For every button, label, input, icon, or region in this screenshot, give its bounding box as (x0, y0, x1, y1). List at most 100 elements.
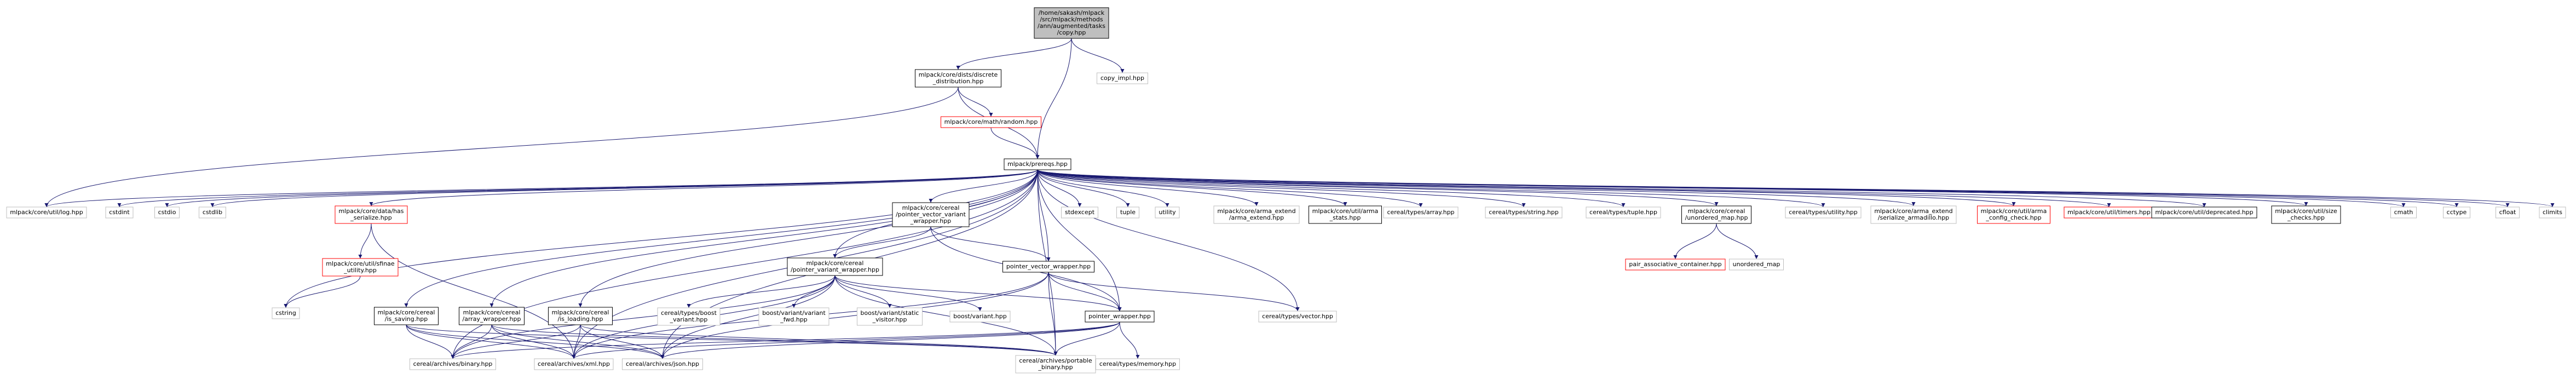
node-box (1034, 7, 1109, 39)
edge-prereqs-to-utility (1037, 169, 1169, 208)
file-node-unordered-map: unordered_map (1729, 259, 1784, 271)
node-box (272, 307, 300, 319)
node-label: climits (2543, 209, 2562, 216)
edge-prereqs-to-ser-armadillo (1037, 169, 1916, 206)
edge-discrete-to-log (44, 87, 959, 208)
file-node-timers[interactable]: mlpack/core/util/timers.hpp (2064, 206, 2154, 219)
edge-prereqs-to-log (44, 169, 1038, 208)
file-node-sfinae[interactable]: mlpack/core/util/sfinae_utility.hpp (322, 258, 399, 277)
node-box (2271, 205, 2341, 224)
node-label: /array_wrapper.hpp (463, 315, 521, 323)
node-label: mlpack/core/cereal (1688, 208, 1745, 215)
node-label: _config_check.hpp (1985, 214, 2041, 221)
file-node-discrete[interactable]: mlpack/core/dists/discrete_distribution.… (915, 69, 1001, 88)
edge-pvecw-to-json (660, 272, 1049, 359)
node-box (534, 358, 614, 370)
file-node-is-saving[interactable]: mlpack/core/cereal/is_saving.hpp (374, 307, 439, 325)
node-label: mlpack/core/dists/discrete (919, 71, 998, 78)
file-node-memory: cereal/types/memory.hpp (1096, 358, 1180, 370)
file-node-size-checks[interactable]: mlpack/core/util/size_checks.hpp (2271, 205, 2341, 224)
file-node-random[interactable]: mlpack/core/math/random.hpp (941, 116, 1041, 128)
file-node-arma-stats[interactable]: mlpack/core/util/arma_stats.hpp (1309, 205, 1382, 224)
file-node-array-wrapper[interactable]: mlpack/core/cereal/array_wrapper.hpp (459, 307, 525, 325)
node-box (374, 307, 439, 325)
edge-is-saving-to-json (406, 324, 665, 359)
file-node-pvarw[interactable]: mlpack/core/cereal/pointer_variant_wrapp… (787, 257, 883, 276)
file-node-portable-binary: cereal/archives/portable_binary.hpp (1015, 355, 1096, 374)
node-label: cfloat (2499, 209, 2516, 216)
edge-prereqs-to-cstdlib (210, 169, 1038, 208)
node-box (1116, 206, 1139, 219)
file-node-pvv[interactable]: mlpack/core/cereal/pointer_vector_varian… (892, 202, 970, 227)
edge-has-serialize-to-sfinae (358, 223, 372, 259)
file-node-prereqs[interactable]: mlpack/prereqs.hpp (1004, 158, 1071, 170)
node-label: /home/sakash/mlpack (1039, 9, 1105, 16)
file-node-binary: cereal/archives/binary.hpp (410, 358, 496, 370)
node-label: cereal/types/array.hpp (1387, 209, 1454, 216)
node-label: cereal/archives/xml.hpp (538, 360, 610, 367)
node-box (1977, 205, 2050, 224)
file-node-pvecw[interactable]: pointer_vector_wrapper.hpp (1002, 261, 1094, 273)
edge-prereqs-to-cstring (284, 169, 1038, 308)
edge-prereqs-to-stdexcept (1037, 169, 1082, 208)
edge-prereqs-to-tuple (1037, 169, 1130, 208)
node-box (2390, 206, 2417, 219)
node-label: /is_saving.hpp (385, 315, 428, 323)
file-node-variant-fwd: boost/variant/variant_fwd.hpp (758, 307, 829, 326)
node-box (105, 206, 134, 219)
edge-is-loading-to-portable-binary (580, 324, 1058, 356)
node-label: /copy.hpp (1057, 29, 1086, 36)
node-label: _stats.hpp (1329, 214, 1361, 221)
node-label: _wrapper.hpp (910, 217, 951, 225)
edge-prereqs-to-climits (1037, 169, 2554, 208)
node-box (2496, 206, 2520, 219)
file-node-pw[interactable]: pointer_wrapper.hpp (1085, 311, 1155, 323)
edge-prereqs-to-pvecw (1037, 169, 1051, 262)
edge-prereqs-to-binary (451, 169, 1038, 359)
node-label: mlpack/core/cereal (552, 309, 609, 316)
node-box (6, 206, 87, 219)
node-box (1085, 311, 1155, 323)
edge-is-loading-to-xml (572, 324, 581, 359)
edge-prereqs-to-string (1037, 169, 1526, 208)
edge-pvecw-to-portable-binary (1048, 272, 1058, 356)
node-label: cmath (2394, 209, 2413, 216)
node-box (1004, 158, 1071, 170)
edge-prereqs-to-has-serialize (369, 169, 1038, 206)
file-node-deprecated[interactable]: mlpack/core/util/deprecated.hpp (2151, 206, 2257, 219)
file-node-pair[interactable]: pair_associative_container.hpp (1625, 259, 1726, 271)
edge-pvv-to-pvarw (833, 226, 931, 259)
node-label: /unordered_map.hpp (1685, 214, 1748, 221)
node-label: mlpack/core/util/size (2275, 208, 2337, 215)
node-label: _checks.hpp (2287, 214, 2325, 221)
file-node-copy-impl: copy_impl.hpp (1097, 72, 1148, 84)
edge-random-to-prereqs (990, 127, 1040, 159)
node-box (1061, 206, 1098, 219)
file-node-is-loading[interactable]: mlpack/core/cereal/is_loading.hpp (548, 307, 613, 325)
node-box (410, 358, 496, 370)
node-box (622, 358, 703, 370)
edge-array-wrapper-to-portable-binary (491, 324, 1058, 356)
edge-has-serialize-to-xml (371, 223, 576, 359)
file-node-root[interactable]: /home/sakash/mlpack/src/mlpack/methods/a… (1034, 7, 1109, 39)
node-box (915, 69, 1001, 88)
file-node-boost-variant: boost/variant.hpp (949, 311, 1011, 323)
file-node-log: mlpack/core/util/log.hpp (6, 206, 87, 219)
node-label: cereal/archives/binary.hpp (413, 360, 493, 367)
file-node-cstring: cstring (272, 307, 300, 319)
node-label: _serialize.hpp (350, 214, 391, 221)
node-label: /pointer_variant_wrapper.hpp (791, 266, 879, 273)
file-node-tuple-c: cereal/types/tuple.hpp (1586, 206, 1661, 219)
file-node-config-check[interactable]: mlpack/core/util/arma_config_check.hpp (1977, 205, 2050, 224)
file-node-utility-c: cereal/types/utility.hpp (1785, 206, 1862, 219)
node-box (322, 258, 399, 277)
node-box (548, 307, 613, 325)
edge-pw-to-json (660, 321, 1120, 359)
node-box (1485, 206, 1563, 219)
node-label: stdexcept (1065, 209, 1095, 216)
node-label: mlpack/core/util/timers.hpp (2067, 209, 2151, 216)
node-label: /src/mlpack/methods (1040, 16, 1103, 23)
edge-prereqs-to-vector (1037, 169, 1300, 312)
file-node-unordered-map-c[interactable]: mlpack/core/cereal/unordered_map.hpp (1681, 205, 1751, 224)
file-node-has-serialize[interactable]: mlpack/core/data/has_serialize.hpp (335, 205, 408, 224)
